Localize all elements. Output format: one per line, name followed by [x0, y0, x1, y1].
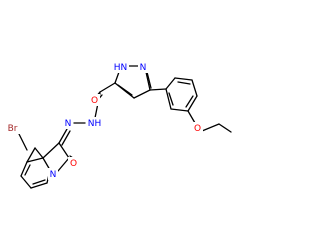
- chemical-structure-diagram: O HN N NH N Br O N: [4, 61, 232, 189]
- bond-line: [170, 108, 189, 112]
- bond-line: [133, 89, 151, 99]
- atom-label-layer: O HN N NH N Br O N: [4, 61, 203, 180]
- bond-line: [149, 88, 167, 91]
- bond-line: [58, 142, 70, 159]
- bond-line: [42, 142, 60, 159]
- bond-line: [168, 92, 174, 106]
- svg-text:O: O: [70, 159, 77, 169]
- pyrazole-nh: HN: [112, 61, 129, 73]
- bond-line: [117, 84, 133, 96]
- bond-line: [174, 77, 193, 81]
- bond-line: [34, 147, 44, 159]
- ketone-oxygen: O: [68, 157, 79, 169]
- bond-line: [187, 110, 196, 124]
- bond-line: [185, 95, 194, 108]
- bond-line: [24, 164, 31, 176]
- bond-line: [114, 71, 120, 84]
- bond-line: [30, 182, 48, 189]
- bond-line: [18, 133, 28, 151]
- bond-line: [99, 82, 116, 93]
- bond-line: [58, 128, 68, 144]
- pyrazole-n: N: [138, 61, 148, 73]
- bond-line: [201, 123, 220, 132]
- bond-line: [32, 179, 46, 185]
- bond-line: [145, 71, 151, 91]
- bond-line: [26, 157, 44, 163]
- bond-line: [165, 88, 172, 110]
- bond-line: [61, 130, 71, 146]
- bond-line: [218, 123, 232, 133]
- bond-line: [177, 81, 191, 85]
- bond-line: [57, 157, 70, 172]
- hydrazone-n: N: [63, 117, 73, 129]
- svg-text:O: O: [91, 96, 98, 106]
- svg-text:N: N: [140, 63, 147, 73]
- svg-text:N: N: [50, 170, 57, 180]
- amide-oxygen: O: [89, 94, 100, 106]
- amide-nh: NH: [86, 117, 103, 129]
- bond-line: [187, 95, 198, 112]
- bond-line: [20, 161, 28, 177]
- bond-line: [146, 71, 152, 89]
- bromine-atom: Br: [4, 122, 21, 134]
- bond-line: [165, 77, 176, 90]
- bond-line: [20, 175, 32, 189]
- indole-n: N: [48, 168, 58, 180]
- bond-line: [26, 147, 36, 163]
- svg-text:O: O: [194, 124, 201, 134]
- svg-text:HN: HN: [114, 63, 128, 73]
- svg-text:Br: Br: [8, 124, 18, 134]
- svg-text:N: N: [65, 119, 72, 129]
- bond-line: [191, 79, 198, 97]
- svg-text:NH: NH: [88, 119, 102, 129]
- ether-oxygen: O: [192, 122, 203, 134]
